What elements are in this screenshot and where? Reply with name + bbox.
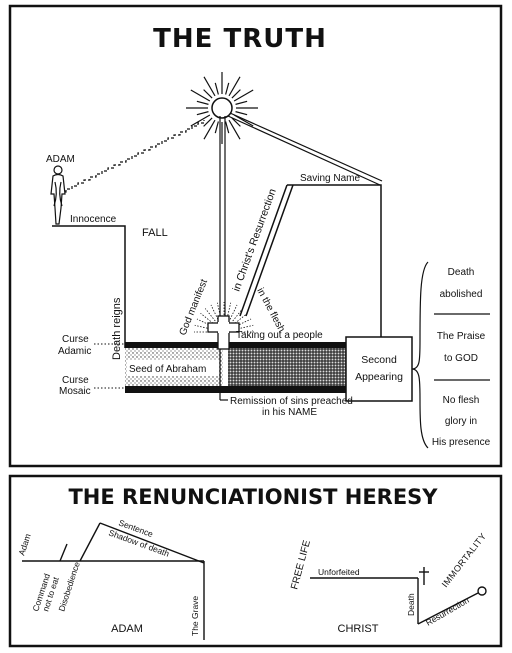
unforfeited-label: Unforfeited <box>318 567 360 577</box>
death-reigns-label: Death reigns <box>111 297 123 360</box>
no-flesh-label-2: glory in <box>445 416 477 427</box>
curse-mosaic-label-2: Mosaic <box>59 386 91 397</box>
immortality-label: IMMORTALITY <box>440 531 489 589</box>
cross-icon <box>194 302 254 401</box>
curse-mosaic-label-1: Curse <box>62 375 89 386</box>
small-cross-icon <box>419 567 429 585</box>
staircase <box>60 120 205 193</box>
seed-of-abraham-label: Seed of Abraham <box>129 364 206 375</box>
light-beams <box>219 112 383 318</box>
heresy-panel-border <box>8 474 503 648</box>
death-abolished-label-1: Death <box>448 267 475 278</box>
saving-name-label: Saving Name <box>300 173 360 184</box>
truth-panel: THE TRUTH <box>8 4 503 468</box>
praise-label-2: to GOD <box>444 353 478 364</box>
adam-small-label: Adam <box>16 532 32 556</box>
taking-out-label: Taking out a people <box>236 330 323 341</box>
adam-figure-icon <box>50 165 66 225</box>
death-abolished-label-2: abolished <box>440 289 483 300</box>
sun-icon <box>186 72 258 144</box>
truth-panel-border <box>8 4 503 468</box>
praise-label-1: The Praise <box>437 331 486 342</box>
seed-of-abraham-box <box>127 360 219 376</box>
god-manifest-label: God manifest <box>178 278 211 337</box>
resurrection-small-label: Resurrection <box>424 595 471 628</box>
no-flesh-label-1: No flesh <box>443 395 480 406</box>
the-grave-label: The Grave <box>190 596 200 636</box>
remission-label-1: Remission of sins preached <box>230 396 353 407</box>
christ-path <box>310 577 487 625</box>
church-texture <box>228 348 346 386</box>
outcome-brace <box>411 261 429 449</box>
no-flesh-label-3: His presence <box>432 437 491 448</box>
death-label: Death <box>406 593 416 616</box>
truth-title: THE TRUTH <box>153 24 327 54</box>
innocence-label: Innocence <box>70 214 117 225</box>
second-label: Second <box>361 354 397 366</box>
fall-path <box>52 184 382 348</box>
adam-caption: ADAM <box>111 623 143 635</box>
heresy-title: THE RENUNCIATIONIST HERESY <box>68 485 438 509</box>
adam-path <box>22 522 205 640</box>
adam-label: ADAM <box>46 154 75 165</box>
heresy-panel: THE RENUNCIATIONIST HERESY Adam Command … <box>8 474 503 648</box>
in-the-flesh-label: in the flesh <box>254 286 286 334</box>
disobedience-label: Disobedience <box>56 560 82 612</box>
curse-adamic-label-1: Curse <box>62 334 89 345</box>
remission-label-2: in his NAME <box>262 407 317 418</box>
curse-adamic-label-2: Adamic <box>58 346 91 357</box>
upper-bar <box>125 342 346 348</box>
second-appearing-box <box>345 336 413 402</box>
free-life-label: FREE LIFE <box>289 539 313 591</box>
christ-caption: CHRIST <box>338 623 379 635</box>
fall-label: FALL <box>142 227 168 239</box>
appearing-label: Appearing <box>355 371 403 383</box>
lower-bar <box>125 386 346 393</box>
